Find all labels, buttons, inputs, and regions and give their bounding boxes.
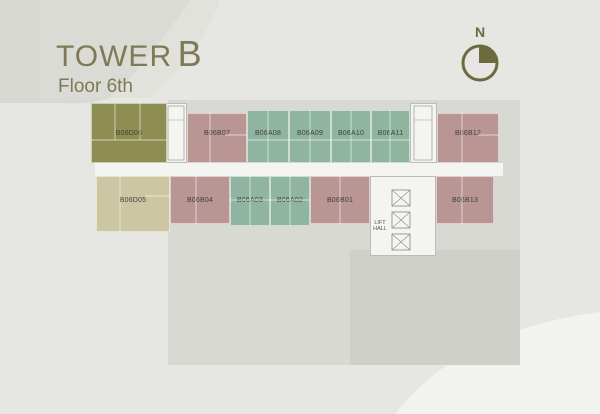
unit-label: B06A10: [337, 130, 365, 137]
unit-label: B06A11: [377, 130, 404, 137]
north-compass: N: [460, 24, 500, 84]
unit-b06a10[interactable]: B06A10: [331, 110, 371, 163]
unit-b06a09[interactable]: B06A09: [289, 110, 331, 163]
page-title: TOWER B: [56, 33, 203, 75]
core-left: [165, 103, 187, 163]
unit-b06a08[interactable]: B06A08: [247, 110, 289, 163]
unit-b06b13[interactable]: B06B13: [436, 176, 494, 224]
title-word: TOWER: [56, 40, 173, 73]
unit-b06b04[interactable]: B06B04: [170, 176, 230, 224]
unit-b06b12[interactable]: B06B12: [437, 113, 499, 163]
unit-label: B06D05: [119, 197, 147, 204]
core-right: [410, 103, 437, 163]
unit-b06b01[interactable]: B06B01: [310, 176, 370, 224]
title-letter: B: [177, 33, 203, 74]
lift-hall-label: LIFT HALL: [373, 220, 387, 232]
unit-b06a03[interactable]: B06A03: [230, 176, 270, 226]
unit-label: B06B13: [451, 197, 479, 204]
unit-label: B06B01: [326, 197, 354, 204]
unit-label: B06A03: [236, 197, 264, 204]
north-compass-icon: [461, 44, 499, 82]
unit-label: B06A02: [276, 197, 304, 204]
unit-label: B06B07: [203, 130, 231, 137]
unit-label: B06B04: [186, 197, 214, 204]
unit-label: B06A08: [254, 130, 282, 137]
unit-b06d05[interactable]: B06D05: [96, 176, 170, 232]
unit-label: B06A09: [296, 130, 324, 137]
unit-label: B06B12: [454, 130, 482, 137]
unit-b06a02[interactable]: B06A02: [270, 176, 310, 226]
unit-b06b07[interactable]: B06B07: [187, 113, 247, 163]
floor-subtitle: Floor 6th: [58, 76, 133, 97]
unit-label: B06D06: [115, 130, 143, 137]
unit-b06d06[interactable]: B06D06: [91, 103, 167, 163]
lift-hall: [370, 176, 436, 256]
unit-b06a11[interactable]: B06A11: [371, 110, 410, 163]
compass-label: N: [474, 24, 486, 40]
main-corridor: [95, 163, 503, 176]
